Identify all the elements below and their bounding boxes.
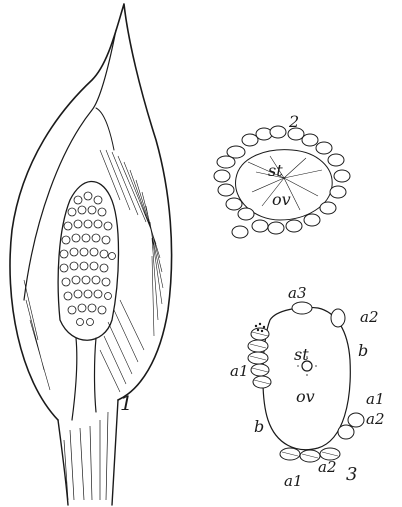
figure-1-spathe-drawing: 1	[10, 4, 172, 505]
figure-3-a2-bottom-label: a2	[318, 458, 337, 476]
spadix-outline	[58, 181, 118, 340]
figure-3-ovary	[263, 308, 350, 450]
spathe-hatching	[24, 150, 163, 392]
figure-3-a1-bottom-label: a1	[284, 472, 303, 490]
figure-2-number: 2	[288, 112, 299, 131]
figure-1-number: 1	[120, 391, 133, 415]
figure-3-flower-diagram: a3 a2 st b a1 a1 ov a2 b a2 a1 3	[230, 284, 385, 490]
peduncle-hatching	[64, 412, 108, 500]
figure-2-stamens	[214, 126, 350, 238]
figure-3-stigma-label: st	[294, 345, 309, 364]
figure-2-flower-top-view: 2 st ov	[214, 112, 350, 238]
spadix-stalk	[72, 338, 96, 420]
figure-3-a2-top-label: a2	[360, 308, 379, 326]
figure-3-b-left-label: b	[254, 417, 264, 436]
figure-3-ovary-label: ov	[296, 387, 315, 406]
figure-3-b-right-label: b	[358, 341, 368, 360]
figure-3-a1-left-label: a1	[230, 362, 249, 380]
figure-2-stigma-label: st	[268, 161, 283, 180]
figure-3-a2-right-label: a2	[366, 410, 385, 428]
figure-2-ovary-label: ov	[272, 190, 291, 209]
figure-3-stamens	[248, 302, 364, 462]
figure-3-number: 3	[346, 464, 357, 485]
spathe-fold	[24, 30, 116, 300]
spadix-flowers	[60, 192, 116, 326]
figure-3-a3-label: a3	[288, 284, 307, 302]
figure-3-a1-right-label: a1	[366, 390, 385, 408]
